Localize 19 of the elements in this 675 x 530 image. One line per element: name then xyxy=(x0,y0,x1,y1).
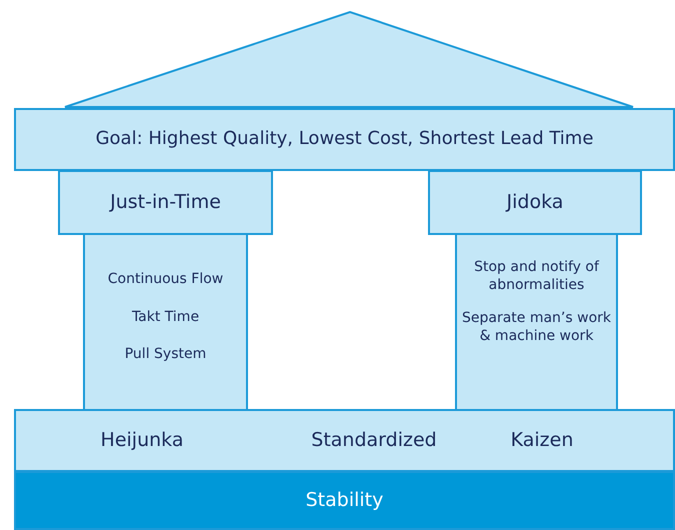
foundation-band xyxy=(14,409,675,472)
pillar-column xyxy=(455,233,618,411)
label-text: Stop and notify of abnormalities xyxy=(473,259,600,294)
label-text: Stability xyxy=(306,488,384,512)
goal-band xyxy=(14,108,675,171)
pillar-cap xyxy=(58,170,273,235)
label-text: Separate man’s work & machine work xyxy=(461,310,612,345)
pillar-column xyxy=(83,233,248,411)
label-text: Pull System xyxy=(124,346,206,364)
stability-band xyxy=(14,471,675,530)
label-text: Standardized xyxy=(311,428,437,452)
label-text: Takt Time xyxy=(132,308,200,326)
label-text: Continuous Flow xyxy=(108,271,224,288)
label-text: Kaizen xyxy=(510,428,574,452)
pillar-cap xyxy=(428,170,642,235)
label-text: Just-in-Time xyxy=(110,190,221,214)
label-text: Jidoka xyxy=(506,190,564,214)
label-text: Goal: Highest Quality, Lowest Cost, Shortest Lead Time xyxy=(96,128,594,151)
label-text: Heijunka xyxy=(100,428,184,452)
